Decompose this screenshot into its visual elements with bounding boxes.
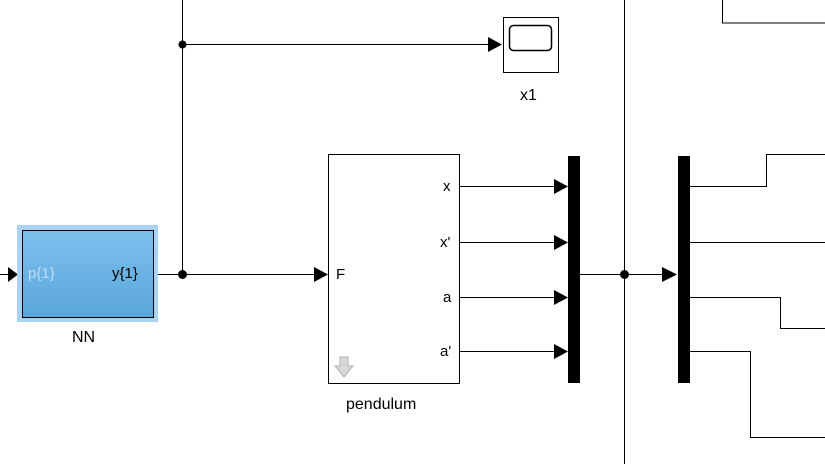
nn-block-body[interactable] [22, 230, 154, 318]
nn-output-port-label: y{1} [112, 265, 138, 282]
arrowhead-icon [8, 267, 18, 282]
demux-output-4[interactable] [690, 351, 825, 438]
pendulum-input-port-F: F [336, 266, 346, 283]
demux-block[interactable] [678, 156, 690, 383]
pendulum-output-port-adot: a' [440, 343, 452, 360]
arrowhead-icon [662, 267, 677, 282]
mux-block[interactable] [568, 156, 580, 383]
scope-screen-icon [508, 24, 553, 52]
branch-point [178, 270, 187, 279]
nn-block-name[interactable]: NN [72, 329, 96, 346]
demux-output-3[interactable] [690, 297, 825, 329]
demux-output-1[interactable] [690, 154, 825, 187]
arrowhead-icon [488, 37, 502, 52]
pendulum-output-port-x: x [443, 178, 451, 195]
pendulum-block-name[interactable]: pendulum [346, 396, 417, 413]
scope-block[interactable] [503, 17, 559, 73]
offscreen-block[interactable] [722, 0, 825, 24]
arrowhead-icon [554, 290, 568, 305]
pendulum-block-body[interactable] [328, 154, 460, 384]
scope-block-name[interactable]: x1 [520, 87, 537, 104]
pendulum-output-port-xdot: x' [440, 234, 451, 251]
arrowhead-icon [314, 267, 328, 282]
pendulum-output-port-a: a [443, 289, 452, 306]
nn-block[interactable] [17, 225, 158, 322]
pendulum-block[interactable] [328, 154, 460, 384]
branch-point [620, 270, 629, 279]
arrowhead-icon [554, 344, 568, 359]
down-arrow-icon[interactable] [333, 356, 355, 378]
nn-input-port-label: p{1} [28, 265, 55, 282]
branch-point [178, 40, 187, 49]
arrowhead-icon [554, 235, 568, 250]
arrowhead-icon [554, 179, 568, 194]
